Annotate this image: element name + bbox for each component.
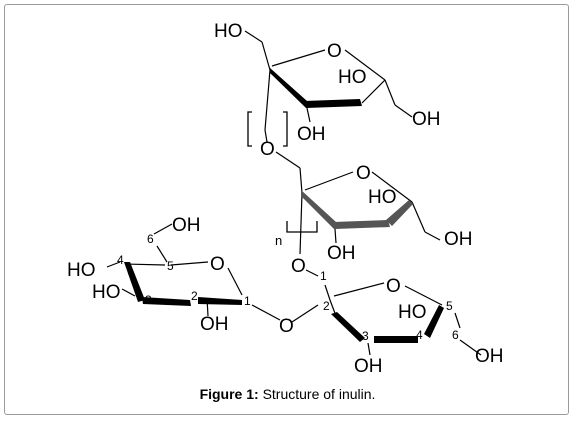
fructose-c5-number: 5: [446, 299, 453, 313]
glucose-c3-number: 3: [145, 293, 152, 307]
figure-caption-label: Figure 1:: [199, 386, 259, 402]
figure-caption-text: Structure of inulin.: [262, 386, 376, 402]
glucose-ho4-label: HO: [67, 260, 96, 281]
glucose-oh2-label: OH: [200, 314, 229, 335]
top-ring-oxygen-label: O: [327, 41, 342, 62]
fructose-oh3-label: OH: [354, 356, 383, 377]
terminal-fructose-ring: [291, 282, 482, 356]
fructose-ring-oxygen-label: O: [386, 276, 401, 297]
glucose-c5-number: 5: [167, 259, 174, 273]
glucose-ho3-label: HO: [92, 282, 121, 303]
fructose-c1-number: 1: [320, 269, 327, 283]
middle-ring-oxygen-label: O: [356, 163, 371, 184]
top-ho-label: HO: [214, 21, 243, 42]
glycosidic-oxygen-label: O: [279, 316, 294, 337]
repeat-n-label: n: [275, 233, 282, 248]
fructose-c6-number: 6: [452, 328, 459, 342]
glucose-wedge-c2: [198, 297, 242, 305]
middle-ring-oh-bond: [334, 228, 337, 244]
fructose-oh6-label: OH: [475, 346, 504, 367]
terminal-wedge-c3: [331, 312, 365, 342]
link-bonds: [264, 129, 301, 169]
glucose-c4-number: 4: [117, 253, 124, 267]
top-oh-right-label: OH: [412, 109, 441, 130]
middle-ring-wedge-right: [386, 200, 413, 226]
figure-frame: [4, 4, 569, 415]
glucose-c2-number: 2: [191, 289, 198, 303]
fructose-c3-number: 3: [362, 329, 369, 343]
glucose-oh6-label: OH: [172, 215, 201, 236]
top-ring-oh-bond: [306, 107, 311, 123]
glucose-c6-number: 6: [147, 232, 154, 246]
glucose-c1-number: 1: [244, 294, 251, 308]
top-oh-bottom-label: OH: [297, 124, 326, 145]
repeat-bracket: [247, 111, 288, 147]
middle-oh-bottom-label: OH: [327, 243, 356, 264]
terminal-wedge-c4: [424, 305, 444, 338]
glucose-wedge-c4: [124, 262, 145, 302]
middle-oh-right-label: OH: [444, 229, 473, 250]
top-ring-wedge-left: [270, 68, 307, 108]
middle-ring-wedge-left: [301, 190, 336, 230]
middle-bracket: [286, 221, 318, 233]
middle-ring-bold-bond: [333, 220, 390, 229]
top-fructose-ring: [244, 30, 413, 131]
top-ho-ring-label: HO: [338, 67, 367, 88]
link-oxygen-label: O: [260, 139, 275, 160]
figure-caption: Figure 1: Structure of inulin.: [0, 386, 575, 402]
fructose-c2-number: 2: [323, 299, 330, 313]
terminal-bold-bond: [374, 336, 418, 343]
fructose-c4-number: 4: [416, 328, 423, 342]
top-ring-bold-bond: [304, 99, 362, 108]
glucose-bold-bond: [142, 297, 191, 306]
middle-link-oxygen-label: O: [291, 256, 306, 277]
middle-ho-ring-label: HO: [368, 187, 397, 208]
middle-fructose-ring: [299, 167, 441, 255]
mid-link-bonds: [305, 269, 331, 301]
glucose-ring-oxygen-label: O: [210, 254, 225, 275]
fructose-ho-ring-label: HO: [398, 302, 427, 323]
